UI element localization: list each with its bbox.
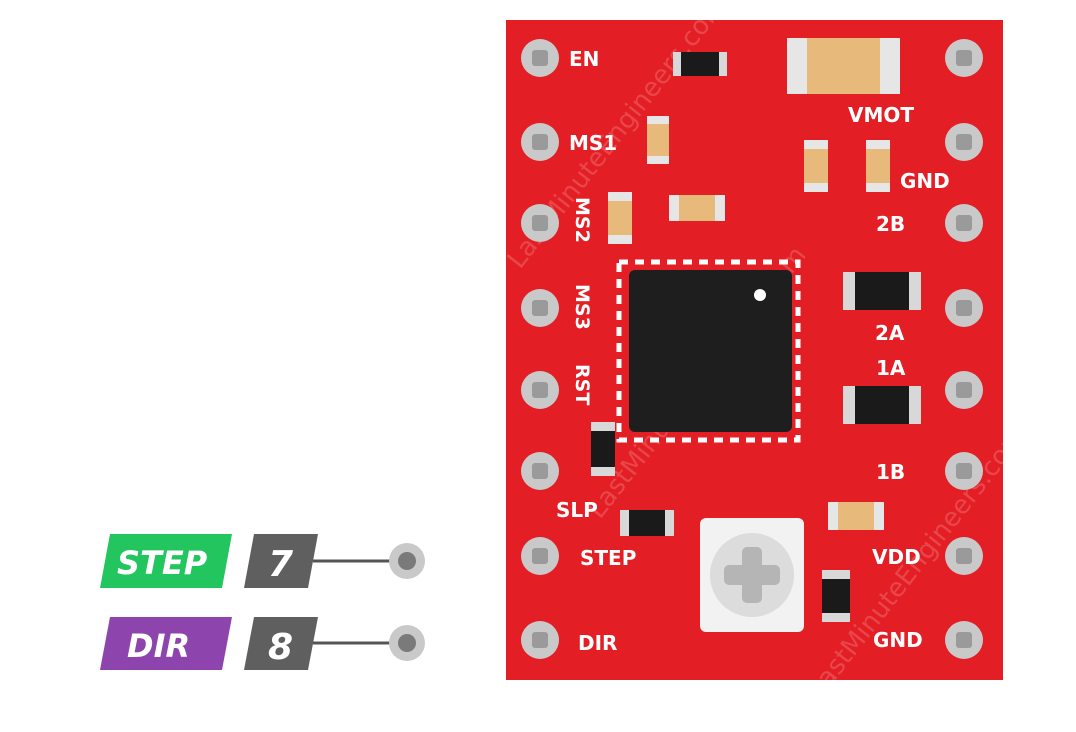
resistor-vdd xyxy=(822,570,850,622)
pin-2a xyxy=(945,289,983,327)
pin-1b xyxy=(945,452,983,490)
pin-vdd xyxy=(945,537,983,575)
pin-en xyxy=(521,39,559,77)
label-slp: SLP xyxy=(556,498,598,522)
label-ms3: MS3 xyxy=(571,284,593,330)
capacitor-center xyxy=(669,195,725,221)
sense-resistor-2a xyxy=(843,272,921,310)
connection-step: STEP 7 xyxy=(100,534,425,588)
capacitor-vdd xyxy=(828,502,884,530)
driver-ic-chip xyxy=(616,259,801,443)
capacitor-vmot-left xyxy=(804,140,828,192)
capacitor-ms1 xyxy=(647,116,669,164)
signal-tag-step-label: STEP xyxy=(117,544,208,582)
label-2b: 2B xyxy=(876,212,905,236)
label-step: STEP xyxy=(580,546,636,570)
smd-resistor-top xyxy=(673,52,727,76)
current-limit-potentiometer[interactable] xyxy=(700,518,804,632)
pin-tag-8 xyxy=(244,617,318,670)
pin-ms2 xyxy=(521,204,559,242)
capacitor-vmot-right xyxy=(866,140,890,192)
pin-rst xyxy=(521,371,559,409)
pin-tag-8-label: 8 xyxy=(268,627,293,668)
label-1b: 1B xyxy=(876,460,905,484)
label-2a: 2A xyxy=(875,321,905,345)
capacitor-ms2 xyxy=(608,192,632,244)
label-1a: 1A xyxy=(876,356,906,380)
label-en: EN xyxy=(569,47,599,71)
label-rst: RST xyxy=(571,364,593,405)
pin-ms3 xyxy=(521,289,559,327)
pin-vmot xyxy=(945,39,983,77)
pin-tag-7-label: 7 xyxy=(268,544,293,585)
label-ms2: MS2 xyxy=(571,197,593,243)
resistor-rst xyxy=(591,422,615,476)
pin1-marker-dot xyxy=(754,289,766,301)
pin-1a xyxy=(945,371,983,409)
pin-step xyxy=(521,537,559,575)
pin-gnd-bottom xyxy=(945,621,983,659)
pin-gnd-top xyxy=(945,123,983,161)
label-vdd: VDD xyxy=(872,545,921,569)
bulk-capacitor xyxy=(787,38,900,94)
label-dir: DIR xyxy=(578,631,617,655)
pin-slp xyxy=(521,452,559,490)
left-pin-header xyxy=(521,39,559,659)
signal-tag-dir xyxy=(100,617,232,670)
pin-dir xyxy=(521,621,559,659)
pin-ms1 xyxy=(521,123,559,161)
resistor-slp xyxy=(620,510,674,536)
signal-tag-dir-label: DIR xyxy=(127,627,190,665)
label-gnd-bottom: GND xyxy=(873,628,923,652)
right-pin-header xyxy=(945,39,983,659)
pin-tag-7 xyxy=(244,534,318,588)
pin-2b xyxy=(945,204,983,242)
sense-resistor-1a xyxy=(843,386,921,424)
connection-dir: DIR 8 xyxy=(100,617,425,670)
label-gnd-top: GND xyxy=(900,169,950,193)
label-vmot: VMOT xyxy=(848,103,914,127)
signal-tag-step xyxy=(100,534,232,588)
label-ms1: MS1 xyxy=(569,131,617,155)
